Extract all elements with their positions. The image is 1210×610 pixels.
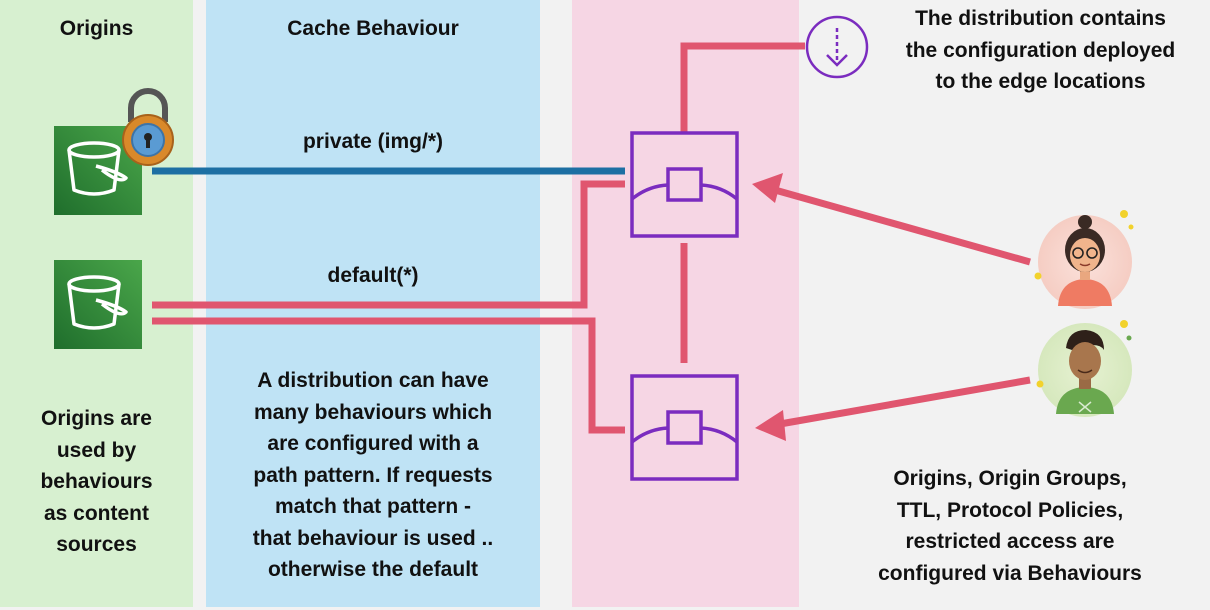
user-avatar-man: [1036, 320, 1132, 417]
padlock-icon: [122, 88, 174, 166]
cache-behaviour-description: A distribution can have many behaviours …: [252, 369, 494, 581]
behaviours-configuration-note: Origins, Origin Groups, TTL, Protocol Po…: [878, 467, 1142, 585]
distribution-description: The distribution contains the configurat…: [905, 7, 1176, 93]
user-avatar-woman: [1034, 210, 1134, 309]
edge-location-icon: [630, 131, 739, 238]
s3-bucket-icon: [54, 260, 142, 349]
edge-location-icon: [630, 374, 739, 481]
origins-heading: Origins: [59, 17, 134, 40]
cache-behaviour-heading: Cache Behaviour: [287, 17, 459, 40]
origins-description: Origins are used by behaviours as conten…: [40, 407, 153, 556]
private-pattern-label: private (img/*): [302, 130, 444, 153]
distribution-download-icon: [805, 15, 869, 79]
default-pattern-label: default(*): [327, 264, 419, 287]
distribution-connector: [680, 42, 805, 363]
request-arrow: [752, 173, 1031, 266]
request-arrow: [755, 376, 1031, 441]
default-connection: [152, 180, 625, 434]
